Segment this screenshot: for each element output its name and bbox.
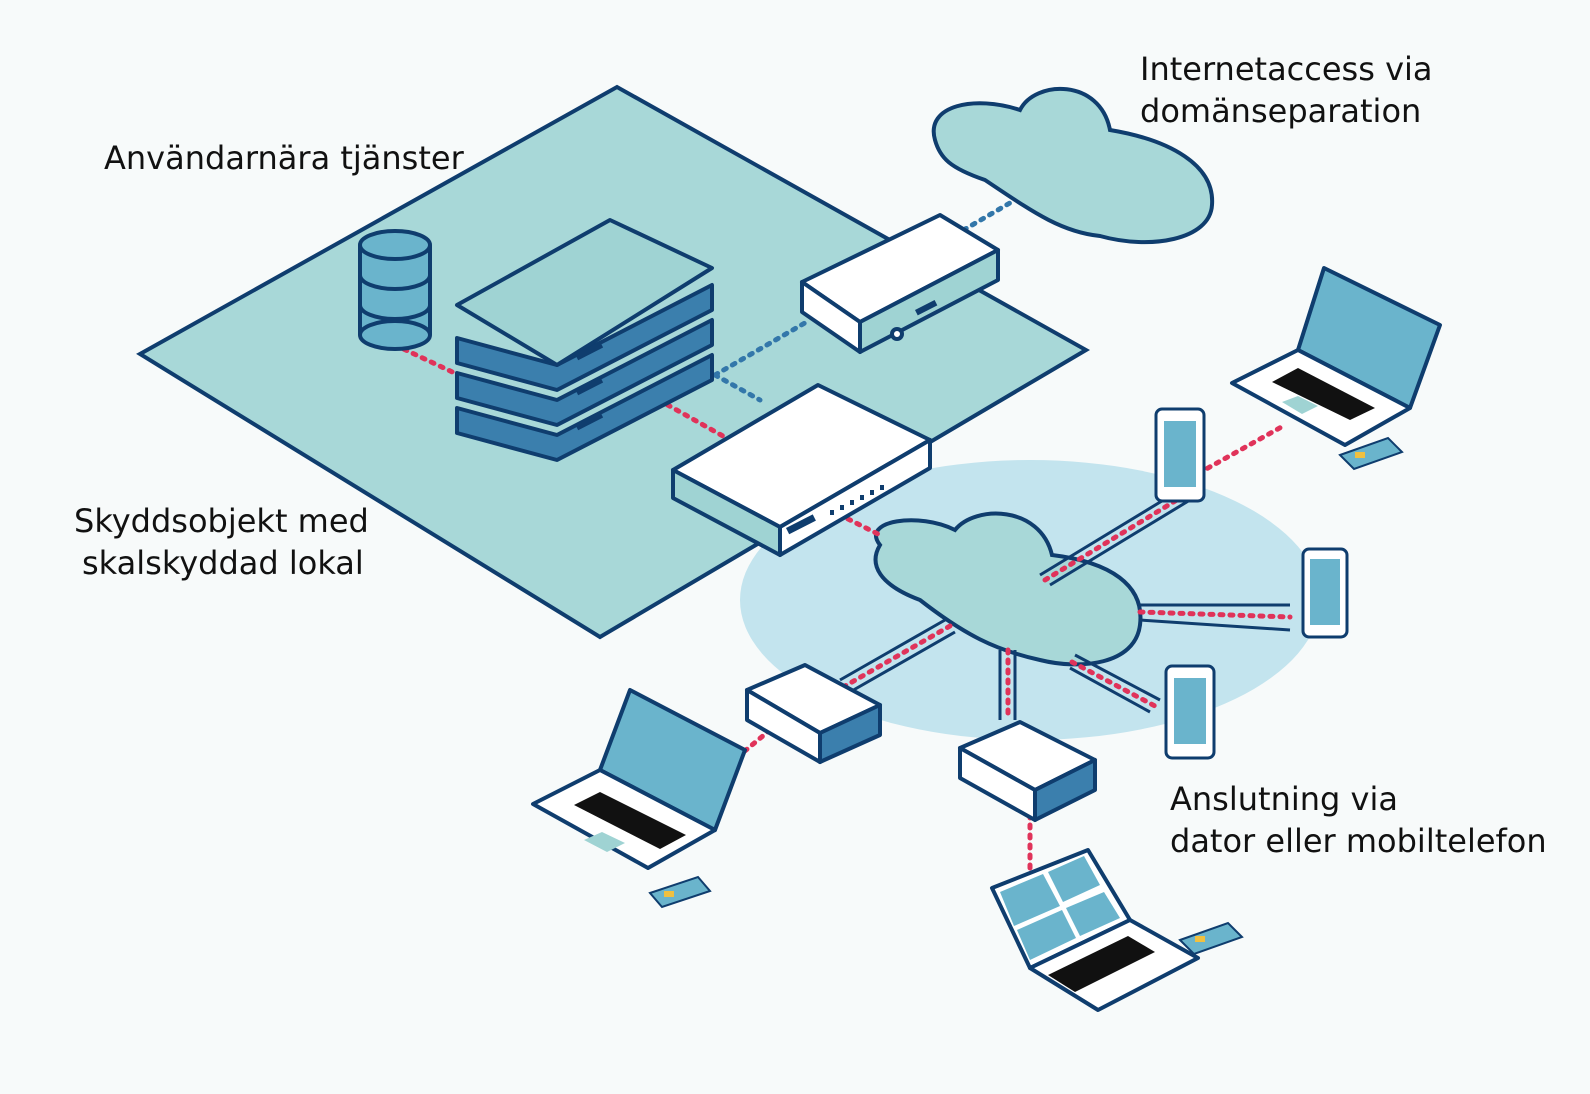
server-stack-icon [455,218,714,462]
tablet-icon-1 [1154,407,1206,503]
smart-card-icon-1 [1338,436,1404,471]
firewall-router-icon [671,383,932,557]
label-internet-access: Internetaccess via domänseparation [1140,50,1433,130]
internet-router-icon [800,213,1000,354]
internet-cloud-icon [931,86,1215,245]
laptop-icon-top-right [1230,266,1442,447]
vpn-box-icon-center [958,720,1097,822]
laptop-icon-video-call [990,848,1200,1012]
label-connection: Anslutning via dator eller mobiltelefon [1170,780,1547,860]
vpn-box-icon-left [745,663,882,764]
tablet-icon-3 [1164,664,1216,760]
smart-card-icon-3 [1178,921,1244,956]
label-user-services: Användarnära tjänster [104,139,464,177]
database-icon [358,229,432,351]
laptop-icon-bottom-left [531,688,747,870]
network-links [839,488,1291,720]
tablet-icon-2 [1301,547,1349,639]
smart-card-icon-2 [648,875,712,909]
label-protected-site: Skyddsobjekt med skalskyddad lokal [74,502,369,582]
